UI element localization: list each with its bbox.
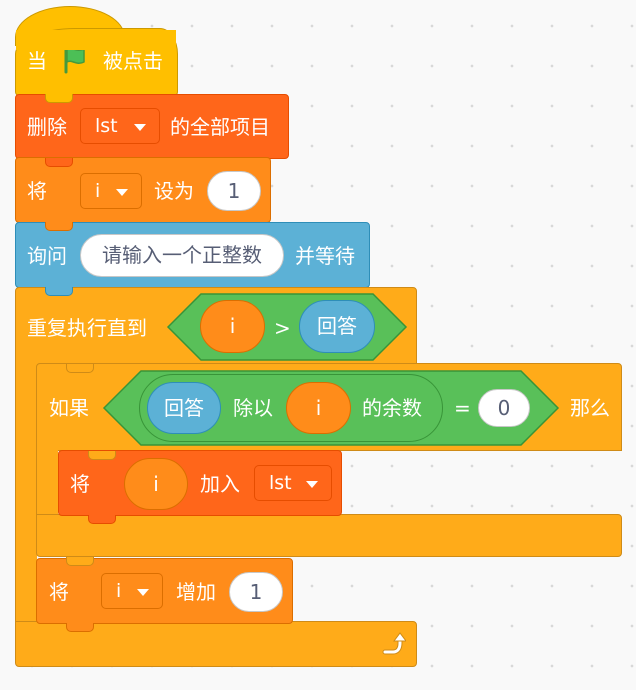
change-value-input[interactable]: 1 bbox=[229, 572, 283, 612]
and-wait-label: 并等待 bbox=[295, 244, 355, 268]
add-to-list-block[interactable]: 将 i 加入 lst bbox=[58, 450, 342, 516]
clicked-label: 被点击 bbox=[103, 49, 163, 73]
chevron-down-icon bbox=[306, 481, 318, 488]
if-then-arm bbox=[36, 446, 58, 518]
add-prefix-label: 将 bbox=[70, 472, 90, 496]
block-notch bbox=[45, 222, 73, 231]
if-then-bottom bbox=[36, 514, 622, 557]
block-notch bbox=[88, 451, 116, 460]
all-items-label: 的全部项目 bbox=[170, 115, 270, 139]
if-label: 如果 bbox=[49, 396, 89, 420]
delete-all-of-list-block[interactable]: 删除 lst 的全部项目 bbox=[15, 94, 289, 159]
equals-sign: = bbox=[454, 396, 471, 420]
block-notch bbox=[88, 515, 116, 524]
change-variable-block[interactable]: 将 i 增加 1 bbox=[36, 558, 293, 624]
answer-reporter[interactable]: 回答 bbox=[147, 382, 221, 434]
list-dropdown-value: lst bbox=[269, 472, 292, 494]
block-notch bbox=[66, 557, 94, 566]
i-reporter[interactable]: i bbox=[286, 382, 351, 434]
answer-reporter[interactable]: 回答 bbox=[299, 300, 375, 353]
if-then-block[interactable]: 如果 回答 除以 i 的余数 = 0 那么 bbox=[36, 363, 622, 451]
block-notch bbox=[45, 158, 73, 167]
set-value-input[interactable]: 1 bbox=[207, 171, 261, 211]
mod-by-label: 除以 bbox=[233, 396, 273, 420]
add-to-label: 加入 bbox=[200, 472, 240, 496]
ask-label: 询问 bbox=[27, 244, 67, 268]
when-label: 当 bbox=[27, 49, 47, 73]
block-notch bbox=[66, 623, 94, 632]
equals-value-input[interactable]: 0 bbox=[478, 389, 530, 427]
i-reporter[interactable]: i bbox=[200, 300, 265, 353]
change-prefix-label: 将 bbox=[49, 580, 69, 604]
i-reporter[interactable]: i bbox=[124, 458, 188, 510]
loop-arrow-icon bbox=[382, 632, 406, 655]
block-notch bbox=[45, 94, 73, 103]
list-dropdown-value: lst bbox=[95, 115, 118, 137]
repeat-until-label: 重复执行直到 bbox=[27, 316, 147, 340]
greater-than-sign: > bbox=[274, 316, 291, 340]
block-notch bbox=[66, 364, 94, 373]
variable-dropdown[interactable]: i bbox=[80, 173, 142, 209]
variable-dropdown-value: i bbox=[116, 580, 122, 602]
set-to-label: 设为 bbox=[154, 179, 194, 203]
then-label: 那么 bbox=[570, 396, 610, 420]
variable-dropdown-value: i bbox=[95, 180, 101, 202]
ask-and-wait-block[interactable]: 询问 请输入一个正整数 并等待 bbox=[15, 222, 370, 288]
variable-dropdown[interactable]: i bbox=[101, 573, 163, 609]
set-variable-block[interactable]: 将 i 设为 1 bbox=[15, 157, 271, 223]
list-dropdown[interactable]: lst bbox=[80, 108, 160, 144]
repeat-until-arm bbox=[15, 360, 37, 622]
repeat-until-block[interactable]: 重复执行直到 i > 回答 bbox=[15, 287, 417, 365]
chevron-down-icon bbox=[116, 189, 128, 196]
remainder-label: 的余数 bbox=[362, 396, 422, 420]
change-by-label: 增加 bbox=[176, 580, 216, 604]
chevron-down-icon bbox=[134, 124, 146, 131]
list-dropdown[interactable]: lst bbox=[254, 465, 332, 501]
hat-cap-fill bbox=[16, 30, 176, 50]
set-prefix-label: 将 bbox=[27, 179, 47, 203]
question-input[interactable]: 请输入一个正整数 bbox=[80, 234, 284, 277]
delete-label: 删除 bbox=[27, 115, 67, 139]
chevron-down-icon bbox=[137, 589, 149, 596]
block-notch bbox=[45, 287, 73, 296]
